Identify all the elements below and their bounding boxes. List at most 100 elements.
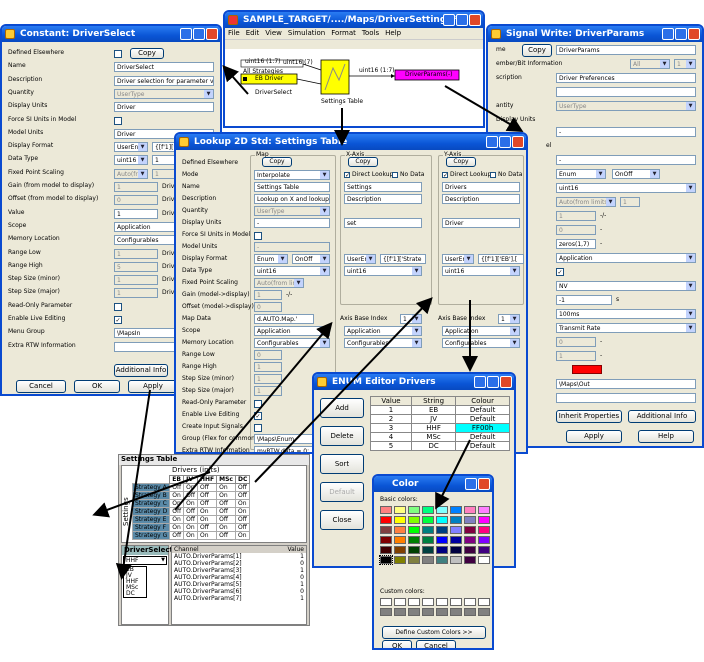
enum-cell[interactable]: JV [410, 414, 457, 424]
color-swatch[interactable] [379, 555, 393, 565]
color-swatch[interactable] [422, 526, 434, 534]
close-button[interactable]: Close [320, 510, 364, 530]
grid-cell[interactable]: Off [183, 507, 198, 516]
enum-titlebar[interactable]: ENUM Editor Drivers [314, 374, 514, 390]
color-swatch[interactable] [478, 506, 490, 514]
force-si-checkbox[interactable] [254, 232, 262, 240]
map-units-field[interactable]: - [254, 218, 330, 228]
map-scope-select[interactable]: Application [254, 326, 330, 336]
map-data-field[interactable]: d.AUTO.Map.' [254, 314, 314, 324]
custom-color-swatch[interactable] [450, 608, 462, 616]
sort-button[interactable]: Sort [320, 454, 364, 474]
close-icon[interactable] [512, 136, 524, 148]
constant-field-value[interactable]: 0 [114, 195, 158, 206]
minimize-icon[interactable] [180, 28, 192, 40]
basic-colors-grid[interactable] [379, 506, 490, 565]
constant-field-value[interactable]: Driver selection for parameter va [114, 75, 214, 86]
maximize-icon[interactable] [675, 28, 687, 40]
driver-params-block[interactable] [394, 69, 460, 81]
x-axis-description-field[interactable]: Description [344, 194, 422, 204]
cancel-button[interactable]: Cancel [16, 380, 66, 393]
menu-item-tools[interactable]: Tools [361, 29, 380, 37]
additional-info-button[interactable]: Additional Info [628, 410, 696, 423]
custom-colors-grid[interactable] [380, 598, 490, 616]
constant-checkbox[interactable] [114, 302, 122, 311]
custom-color-swatch[interactable] [436, 598, 448, 606]
color-swatch[interactable] [464, 516, 476, 524]
color-swatch[interactable] [450, 506, 462, 514]
custom-color-swatch[interactable] [436, 608, 448, 616]
color-swatch[interactable] [464, 556, 476, 564]
custom-color-swatch[interactable] [380, 608, 392, 616]
color-swatch[interactable] [478, 556, 490, 564]
close-icon[interactable] [469, 14, 481, 26]
driver-select-dropdown[interactable]: HHF▼ [123, 556, 167, 565]
transmit-select[interactable]: Transmit Rate [556, 323, 696, 333]
color-swatch[interactable] [478, 526, 490, 534]
additional-info-button[interactable]: Additional Info [114, 364, 168, 377]
color-swatch[interactable] [450, 516, 462, 524]
data-type-select[interactable]: uint16 [556, 183, 696, 193]
colour-swatch[interactable] [572, 365, 602, 374]
color-swatch[interactable] [464, 526, 476, 534]
apply-button[interactable]: Apply [128, 380, 178, 393]
enum-cell[interactable]: 3 [370, 423, 412, 433]
x-axis-units-field[interactable]: set [344, 218, 422, 228]
grid-cell[interactable]: On [196, 531, 218, 540]
close-icon[interactable] [478, 478, 490, 490]
color-titlebar[interactable]: Color [374, 476, 492, 492]
menu-group-field[interactable]: \Maps\Out [556, 379, 696, 389]
color-swatch[interactable] [380, 536, 392, 544]
custom-color-swatch[interactable] [478, 598, 490, 606]
y-axis-memory-select[interactable]: Configurables [442, 338, 520, 348]
enum-cell[interactable]: Default [455, 432, 510, 442]
cancel-button[interactable]: Cancel [416, 640, 456, 648]
x-axis-memory-select[interactable]: Configurables [344, 338, 422, 348]
maximize-icon[interactable] [193, 28, 205, 40]
maximize-icon[interactable] [456, 14, 468, 26]
gain-field[interactable]: 1 [556, 211, 596, 221]
grid-cell[interactable]: Off [216, 515, 236, 524]
minimize-icon[interactable] [474, 376, 486, 388]
custom-color-swatch[interactable] [450, 598, 462, 606]
color-swatch[interactable] [422, 536, 434, 544]
default-button[interactable]: Default [320, 482, 364, 502]
color-swatch[interactable] [408, 546, 420, 554]
color-swatch[interactable] [436, 546, 448, 554]
map-description-field[interactable]: Lookup on X and lookup on Y [254, 194, 330, 204]
menu-item-format[interactable]: Format [331, 29, 356, 37]
y-no-data-checkbox[interactable] [490, 172, 496, 178]
map-range-high-field[interactable]: 1 [254, 362, 282, 372]
custom-color-swatch[interactable] [408, 598, 420, 606]
y-axis-name-field[interactable]: Drivers [442, 182, 520, 192]
list-item[interactable]: MSc [126, 584, 139, 591]
constant-titlebar[interactable]: Constant: DriverSelect [2, 26, 220, 42]
enum-cell[interactable]: MSc [410, 432, 457, 442]
custom-color-swatch[interactable] [478, 608, 490, 616]
value-field[interactable]: zeros(1,7) [556, 239, 596, 249]
signal-titlebar[interactable]: Signal Write: DriverParams [488, 26, 702, 42]
menu-item-simulation[interactable]: Simulation [287, 29, 326, 37]
name-field[interactable]: DriverParams [556, 45, 696, 55]
constant-field-value[interactable]: 1 [114, 208, 158, 219]
color-swatch[interactable] [436, 526, 448, 534]
defined-elsewhere-checkbox[interactable] [114, 50, 122, 58]
minimize-icon[interactable] [662, 28, 674, 40]
enum-cell[interactable]: FF00h [455, 423, 510, 433]
grid-cell[interactable]: On [216, 523, 236, 532]
grid-cell[interactable]: On [169, 523, 185, 532]
constant-field-value[interactable]: 1 [114, 182, 158, 192]
map-step-major-field[interactable]: 1 [254, 386, 282, 396]
constant-field-value[interactable]: UserEnum [114, 142, 148, 153]
map-name-field[interactable]: Settings Table [254, 182, 330, 192]
maximize-icon[interactable] [487, 376, 499, 388]
grid-cell[interactable]: On [183, 499, 198, 508]
constant-field-value[interactable]: UserType [114, 88, 214, 99]
color-swatch[interactable] [380, 516, 392, 524]
color-swatch[interactable] [408, 536, 420, 544]
